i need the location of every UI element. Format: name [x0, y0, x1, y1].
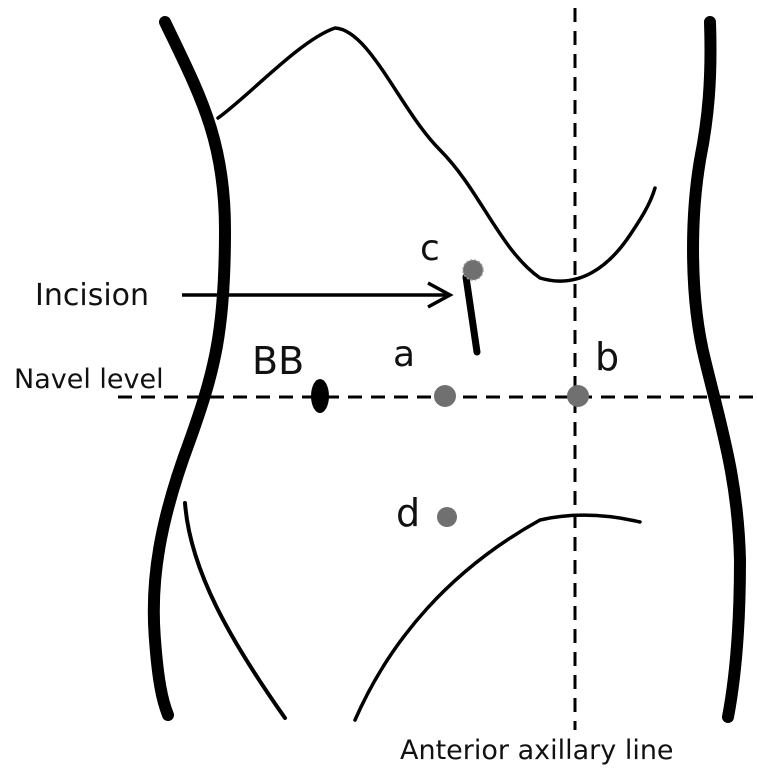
- bb-marker: [311, 379, 329, 413]
- navel-level-label: Navel level: [14, 364, 164, 395]
- port-marker-c: [463, 260, 483, 280]
- port-label-d: d: [396, 491, 420, 535]
- bb-label: BB: [252, 339, 304, 383]
- lower-left-contour: [185, 503, 285, 718]
- left-torso-contour: [154, 22, 225, 715]
- port-marker-d: [437, 507, 457, 527]
- port-marker-a: [434, 385, 456, 407]
- iliac-crest-curve: [355, 515, 640, 720]
- incision-line: [466, 277, 477, 352]
- incision-label: Incision: [35, 278, 149, 313]
- port-label-c: c: [420, 228, 440, 269]
- port-marker-b: [567, 385, 589, 407]
- anterior-axillary-line-label: Anterior axillary line: [400, 735, 674, 766]
- port-label-a: a: [393, 334, 415, 375]
- port-label-b: b: [595, 335, 619, 379]
- right-torso-contour: [693, 22, 740, 717]
